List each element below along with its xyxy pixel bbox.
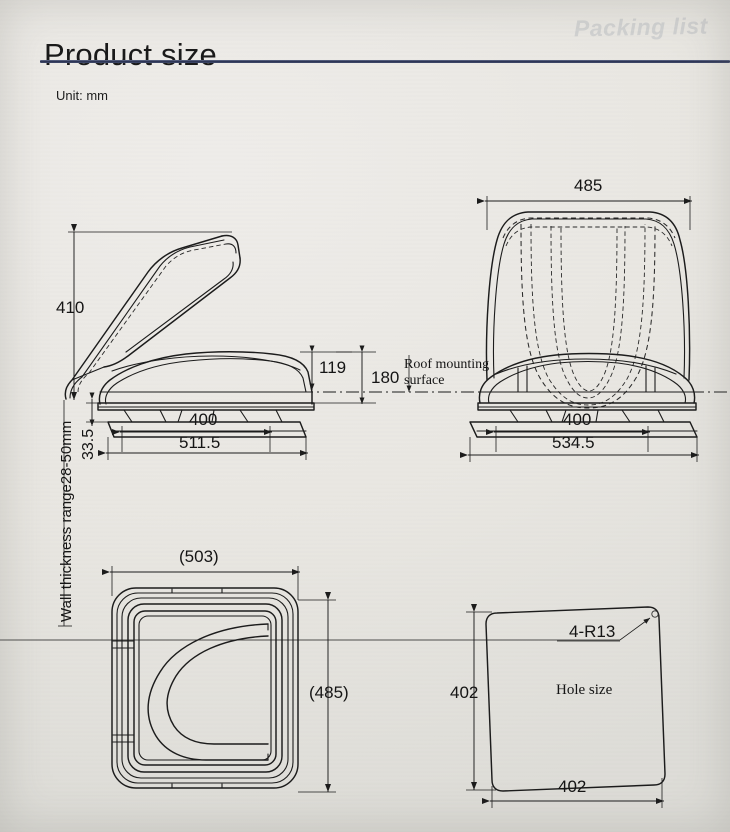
corner-radius-note: 4-R13 [569,622,616,641]
wall-thickness-note: Wall thickness range28-50mm [58,420,75,622]
hole-size-group [0,604,666,808]
dimension-label-top-outer-length: (503) [179,547,219,566]
dimension-label-front-opening-width: 400 [563,410,592,429]
dimension-label-flange-thickness-rotated: 33.5 [80,428,97,460]
dimension-label-lid-width: 485 [574,176,603,195]
dimension-label-overall-height: 410 [56,298,85,317]
dimension-label-hole-width: 402 [558,777,587,796]
dimension-label-total-height: 180 [371,368,400,387]
dimension-label-side-outer-width: 511.5 [179,433,221,452]
dimension-label-lid-height: 119 [319,358,347,377]
title-underline [40,60,730,63]
front-view-group [460,196,699,462]
dimension-label-front-outer-width: 534.5 [552,433,595,452]
roof-mounting-surface-label-line1: Roof mounting [404,357,490,372]
dimension-label-hole-height: 402 [450,683,479,702]
dimension-label-top-outer-width: (485) [309,683,349,702]
dimension-label-side-opening-width: 400 [189,410,218,429]
unit-label: Unit: mm [56,88,108,103]
top-view-group [102,566,336,793]
hole-size-caption: Hole size [556,682,613,698]
page-title: Product size [44,36,217,72]
roof-mounting-surface-label-line2: surface [404,373,445,388]
side-view-group [58,224,730,627]
